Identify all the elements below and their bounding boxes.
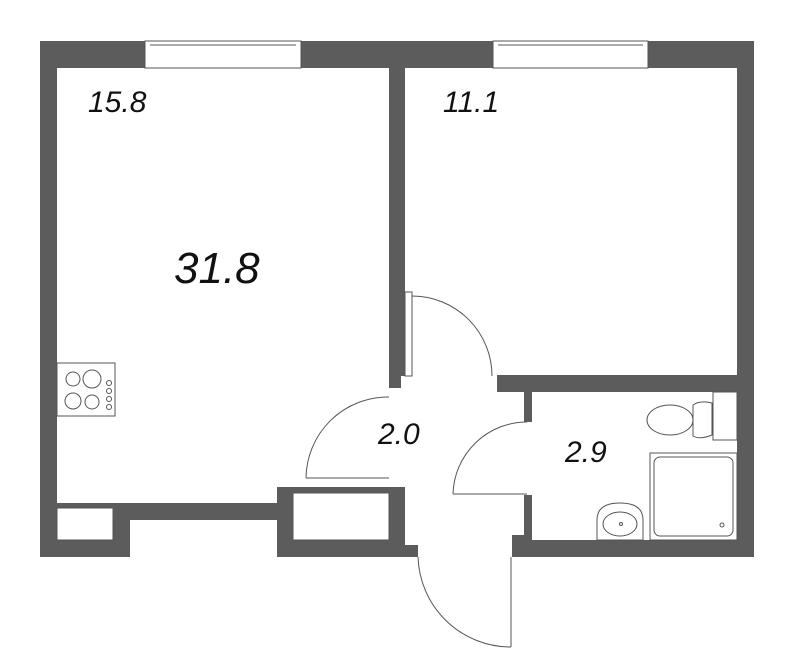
wall-bottom-kitchen xyxy=(113,503,290,520)
niche-right xyxy=(292,492,390,541)
room-area-bedroom: 11.1 xyxy=(443,86,500,119)
shower-tray-icon xyxy=(649,452,738,541)
wall-interior-vertical xyxy=(389,41,405,376)
wall-bathroom-left-lower xyxy=(524,495,532,545)
wall-entry-right-jamb xyxy=(512,535,532,545)
shaft-box xyxy=(712,391,738,441)
room-area-kitchen-living: 15.8 xyxy=(88,86,147,119)
door-bedroom[interactable] xyxy=(404,291,493,377)
room-area-bathroom: 2.9 xyxy=(565,436,607,469)
door-bathroom[interactable] xyxy=(452,421,528,495)
niche-left xyxy=(56,507,114,541)
room-area-hallway: 2.0 xyxy=(378,418,420,451)
door-kitchen[interactable] xyxy=(305,396,390,479)
wall-bottom-bath xyxy=(512,540,754,557)
wall-entry-left-jamb xyxy=(405,545,418,557)
wall-top-left xyxy=(40,41,145,68)
wall-left xyxy=(40,41,57,557)
stove-icon xyxy=(56,362,116,417)
toilet-icon xyxy=(646,401,713,439)
wall-bedroom-bottom xyxy=(497,375,754,392)
wall-top-right xyxy=(648,41,754,68)
door-entrance[interactable] xyxy=(417,556,512,648)
total-area: 31.8 xyxy=(174,244,260,293)
wall-bathroom-left-upper xyxy=(524,392,532,422)
wall-interior-jamb xyxy=(389,376,401,388)
window-right xyxy=(492,40,649,69)
wall-right xyxy=(737,41,754,557)
sink-icon xyxy=(596,502,644,541)
window-left xyxy=(144,40,302,69)
